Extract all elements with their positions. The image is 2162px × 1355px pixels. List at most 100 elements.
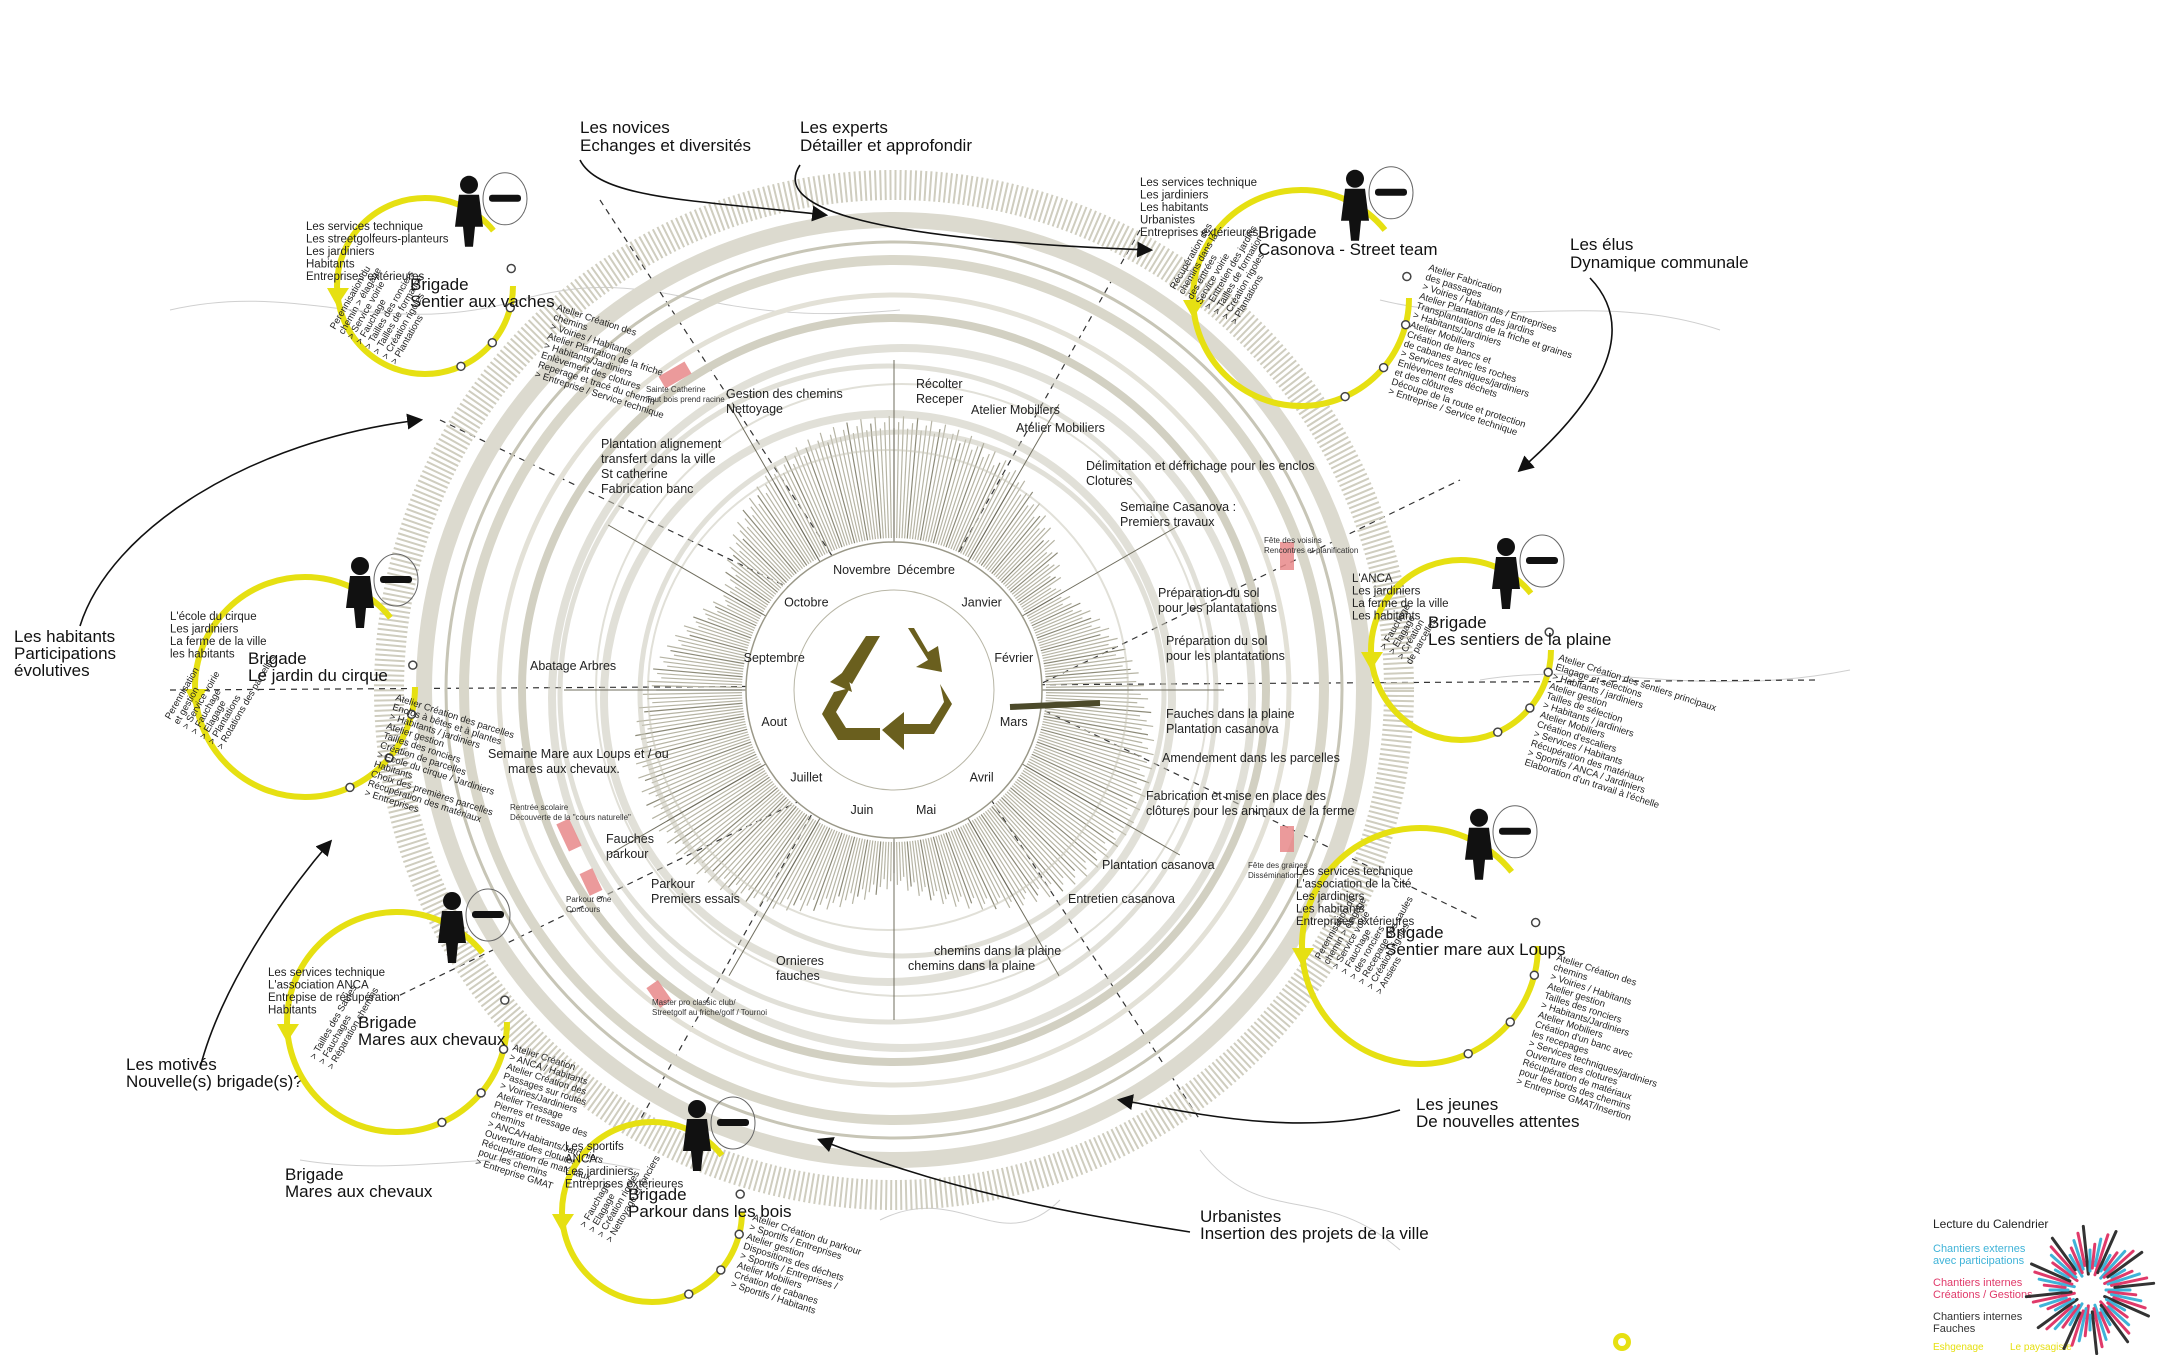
activity-2-l2: Receper [916,392,963,406]
radial-tick [657,672,743,680]
atelier-node [734,1229,744,1240]
radial-tick [1044,707,1147,722]
burst-ray [2076,1231,2087,1268]
event-5-l2: Dissémination [1248,871,1298,880]
brigade-title-l2: Sentier aux vaches [410,292,555,311]
legend-title: Lecture du Calendrier [1933,1217,2048,1231]
radial-tick [993,515,1047,576]
radial-tick [1031,753,1137,804]
habitants-subtitle-2: évolutives [14,661,90,680]
radial-tick [1030,602,1072,624]
experts-subtitle: Détailler et approfondir [800,136,972,155]
event-4-l2: Concours [566,905,600,914]
radial-tick [732,534,786,585]
burst-ray [2046,1297,2072,1311]
radial-tick [661,677,743,683]
novices-title: Les novices [580,118,670,137]
member-label: La ferme de la ville [170,636,267,648]
member-label: Les services technique [1140,177,1257,189]
radial-tick [1008,552,1053,591]
radial-tick [987,809,1052,891]
radial-tick [904,841,909,891]
activity-10: Abatage Arbres [530,659,616,673]
radial-tick [812,831,841,901]
radial-tick [1039,627,1110,649]
radial-tick [832,426,861,543]
radial-tick [1016,778,1106,844]
burst-ray [2068,1253,2084,1278]
burst-ray [2113,1281,2156,1289]
season-swirl [600,410,1176,986]
legend-item-3-l2: Fauches [1933,1323,1976,1335]
radial-tick [1039,731,1148,764]
brigade-title-l2: Les sentiers de la plaine [1428,630,1611,649]
radial-tick [1045,677,1129,683]
people-illustration-icon [683,1096,756,1171]
radial-tick [1044,660,1133,673]
people-illustration-icon [1465,805,1538,880]
burst-ray [2042,1283,2067,1289]
radial-tick [765,484,814,562]
radial-tick [980,814,1039,896]
cycle-arrow-icon [1292,948,1314,966]
jeunes-subtitle: De nouvelles attentes [1416,1112,1580,1131]
burst-ray [2053,1298,2076,1312]
radial-tick [826,835,851,910]
activity-19-l1: chemins dans la plaine [934,944,1061,958]
radial-tick [952,829,986,905]
atelier-node [1530,917,1541,928]
radial-tick [1004,793,1087,870]
radial-tick [851,839,866,904]
outer-hatched-ring [374,170,1414,1210]
radial-tick [734,586,767,608]
radial-tick [1002,795,1088,877]
burst-ray [2024,1290,2073,1299]
member-label: Les jardiniers [1296,891,1365,903]
radial-tick [989,516,1035,573]
brigade-tasks: > Fauchage> Elagage> Créationde parcelle… [1378,601,1439,666]
radial-tick [896,422,900,539]
radial-tick [725,599,761,620]
radial-tick [1039,626,1101,647]
radial-tick [832,835,853,904]
brigade-cycle-ring [1368,557,1554,743]
radial-tick [829,434,858,543]
brigade-ateliers: Atelier Création deschemins> Voiries / H… [1515,952,1687,1128]
month-label-9: Septembre [744,651,805,665]
radial-tick [682,778,772,845]
radial-tick [914,420,933,540]
burst-ray [2045,1305,2073,1331]
radial-tick [842,429,866,541]
radial-tick [1034,610,1091,634]
radial-tick [976,817,1027,894]
radial-tick [997,527,1046,580]
activity-12: Amendement dans les parcelles [1162,751,1340,765]
radial-tick [670,649,745,665]
radial-tick [860,419,877,540]
activity-13-l2: mares aux chevaux. [508,762,620,776]
radial-tick [652,697,743,704]
activity-9-l1: Préparation du sol [1166,634,1267,648]
radial-tick [909,430,922,539]
member-label: Entreprises extérieures [306,271,424,283]
radial-tick [1019,774,1117,841]
radial-tick [991,515,1041,574]
radial-tick [955,828,988,899]
month-label-8: Aout [761,715,787,729]
season-swirl [557,363,1219,1025]
burst-ray [2069,1246,2084,1275]
radial-tick [705,613,754,634]
activity-16: Plantation casanova [1102,858,1215,872]
burst-ray [2037,1277,2076,1289]
radial-tick [642,733,749,768]
activity-6-l2: Clotures [1086,474,1133,488]
activity-1-l2: Nettoyage [726,402,783,416]
radial-tick [1032,751,1133,797]
radial-tick [693,616,752,639]
brigade-title-l1: Brigade [358,1013,417,1032]
radial-tick [937,835,960,902]
member-label: L'association ANCA [268,980,369,992]
svg-text:Semaine Casanova :Premiers tra: Semaine Casanova :Premiers travaux [1120,500,1236,529]
